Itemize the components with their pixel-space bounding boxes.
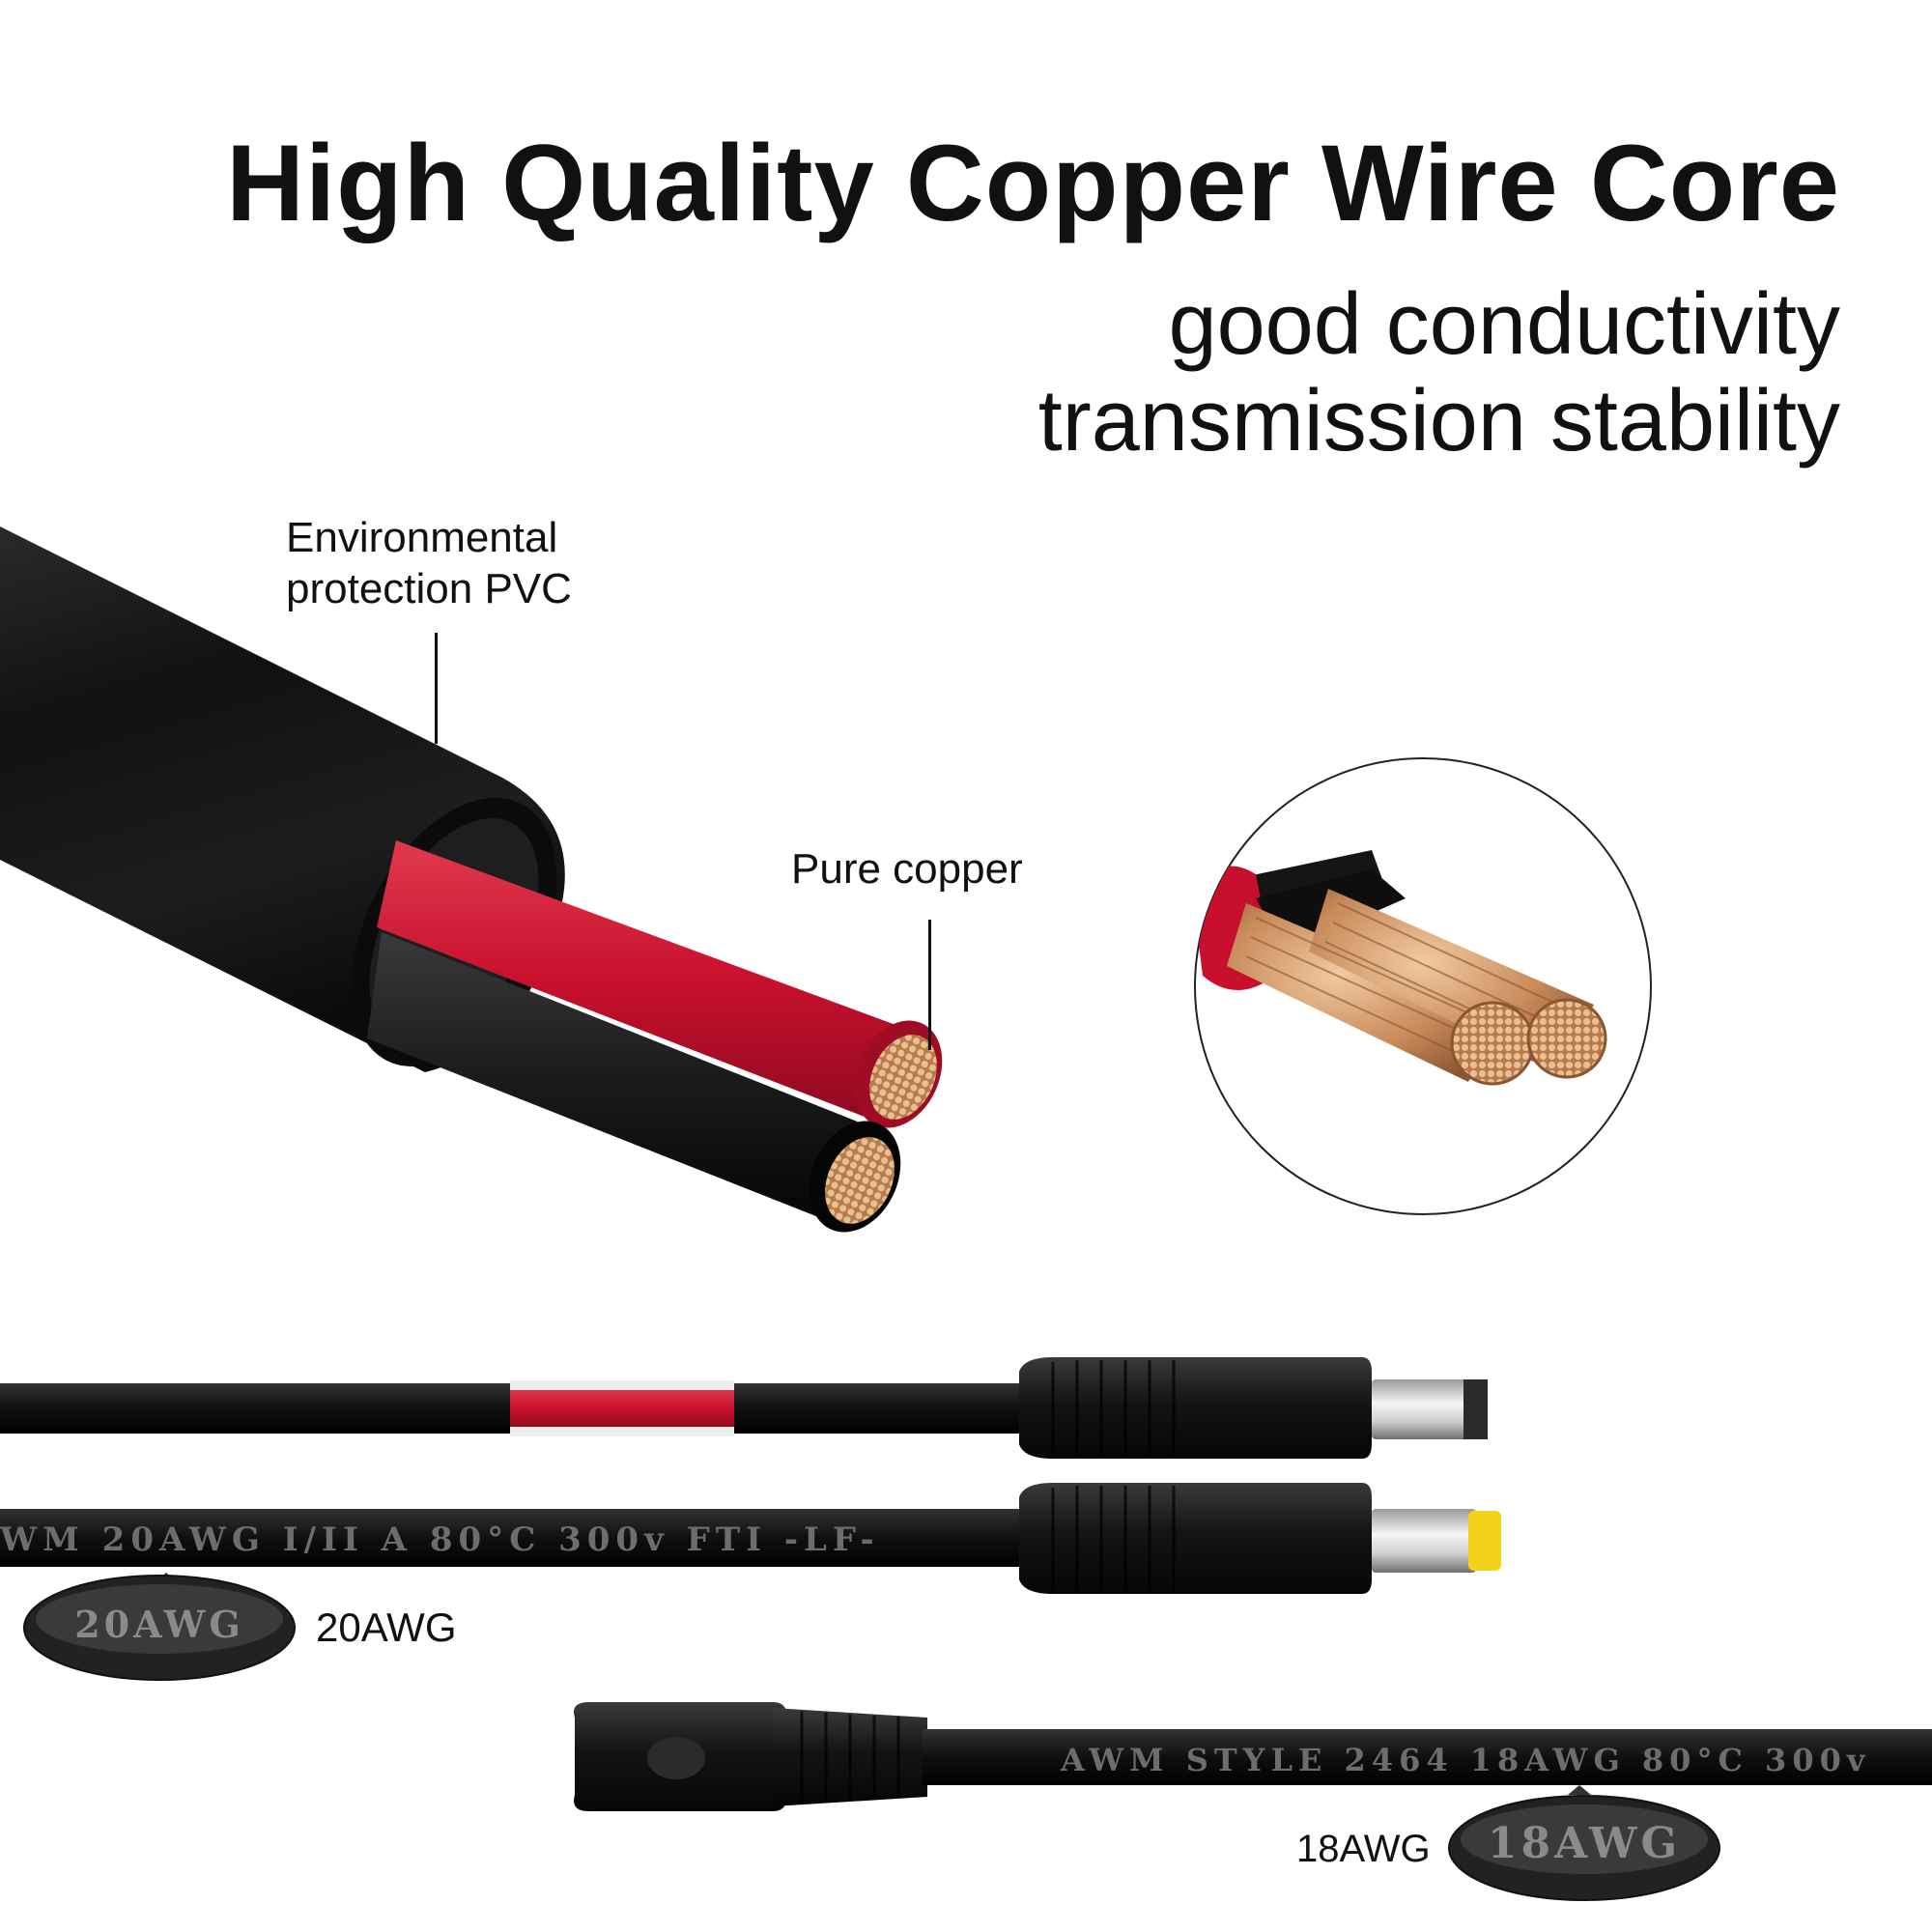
middle-cord [0, 1509, 1024, 1567]
black-wire-copper-core [825, 1137, 895, 1224]
red-wire [377, 840, 925, 1121]
black-wire [367, 932, 891, 1223]
callout-copper-line [928, 920, 931, 1050]
upper-cord-right [734, 1383, 1024, 1434]
upper-cable-print: WM 20AWG I/II A 80°C 300v FTI -LF- [0, 1520, 880, 1559]
yellow-tip [1468, 1511, 1501, 1571]
exposed-red-segment [510, 1388, 734, 1429]
subtitle-conductivity: good conductivity [1168, 276, 1840, 373]
callout-pvc-label: Environmental protection PVC [286, 514, 572, 612]
middle-plug-body [1019, 1483, 1372, 1594]
middle-plug-barrel [1372, 1509, 1476, 1573]
gauge-label-20awg: 20AWG [316, 1605, 457, 1650]
subtitle-stability: transmission stability [1037, 373, 1840, 469]
badge-20awg-text: 20AWG [74, 1603, 244, 1646]
zoom-strands-red [1227, 903, 1507, 1082]
upper-cord-left [0, 1383, 510, 1434]
lower-cord [923, 1729, 1932, 1785]
badge-18awg-text: 18AWG [1488, 1819, 1681, 1868]
lower-cable-print: AWM STYLE 2464 18AWG 80°C 300v [1060, 1742, 1870, 1778]
callout-pvc-line [435, 633, 438, 744]
page-title: High Quality Copper Wire Core [226, 123, 1840, 243]
red-wire-copper-core [869, 1035, 937, 1120]
upper-plug-body [1019, 1357, 1372, 1459]
gauge-label-18awg: 18AWG [1296, 1828, 1431, 1870]
callout-copper-label: Pure copper [791, 845, 1023, 893]
upper-plug-barrel [1372, 1379, 1488, 1439]
